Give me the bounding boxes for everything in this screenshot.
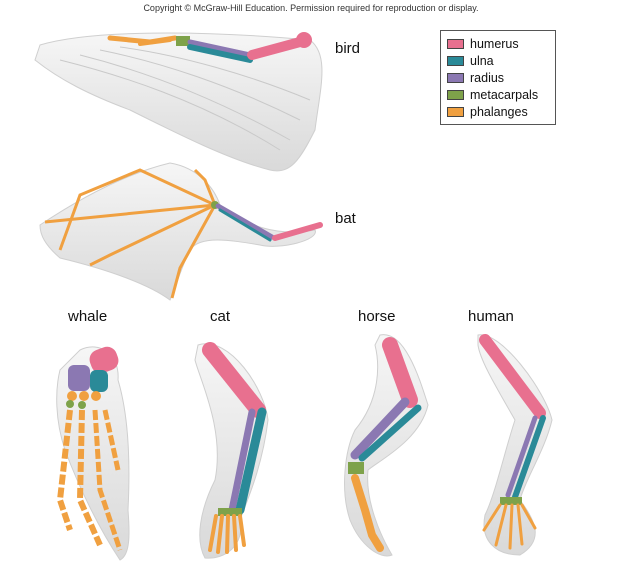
bat-wing [39,162,323,301]
label-bat: bat [335,210,356,227]
legend-item-phalanges: phalanges [447,103,549,120]
legend-item-ulna: ulna [447,52,549,69]
horse-leg [344,334,429,557]
legend-label: metacarpals [470,87,539,102]
label-horse: horse [358,308,396,325]
legend-label: humerus [470,36,519,51]
legend-item-humerus: humerus [447,35,549,52]
legend-label: phalanges [470,104,528,119]
label-cat: cat [210,308,231,325]
legend-swatch [447,38,464,49]
legend-swatch [447,89,464,100]
cat-leg [194,342,269,559]
legend-item-radius: radius [447,69,549,86]
human-arm [477,334,553,556]
legend-label: radius [470,70,505,85]
label-whale: whale [68,308,108,325]
label-human: human [468,308,514,325]
label-bird: bird [335,40,361,57]
legend-swatch [447,72,464,83]
whale-flipper [56,346,130,561]
bone-legend: humerus ulna radius metacarpals phalange… [440,30,556,125]
legend-swatch [447,106,464,117]
legend-item-metacarpals: metacarpals [447,86,549,103]
bird-wing [34,32,323,172]
copyright-notice: Copyright © McGraw-Hill Education. Permi… [143,3,479,13]
legend-label: ulna [470,53,494,68]
legend-swatch [447,55,464,66]
